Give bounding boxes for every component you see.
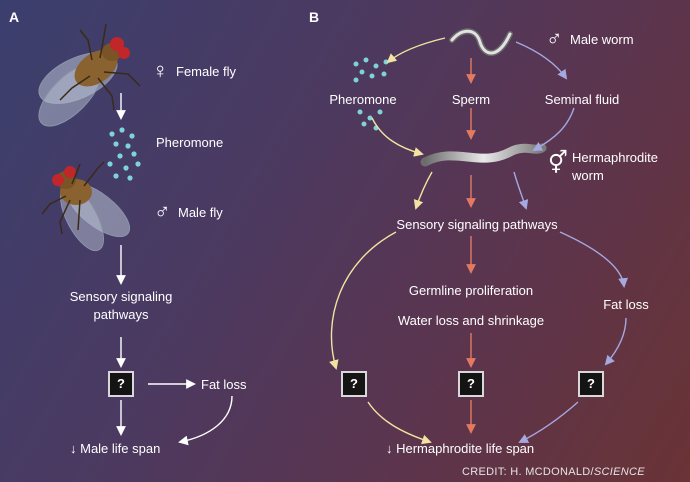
- unknown-mechanism-box-pheromone: ?: [341, 371, 367, 397]
- hermaphrodite-worm-label-line2: worm: [572, 168, 604, 183]
- water-loss-label: Water loss and shrinkage: [397, 313, 545, 328]
- hermaphrodite-life-span-label: ↓ Hermaphrodite life span: [386, 441, 535, 456]
- fat-loss-label-a: Fat loss: [201, 377, 247, 392]
- sensory-pathways-label-a-line1: Sensory signaling: [69, 289, 173, 304]
- image-credit: CREDIT: H. MCDONALD/SCIENCE: [462, 466, 645, 478]
- unknown-mechanism-box-seminal: ?: [578, 371, 604, 397]
- pheromone-label-a: Pheromone: [156, 135, 224, 150]
- hermaphrodite-symbol-icon: ⚥: [548, 150, 568, 175]
- seminal-fluid-label: Seminal fluid: [544, 92, 620, 107]
- female-fly-illustration: [38, 23, 141, 127]
- pheromone-pathway-arrows: [329, 37, 446, 445]
- panel-a-arrows: [116, 93, 233, 446]
- male-worm-illustration: [449, 28, 513, 56]
- male-worm-label: Male worm: [570, 32, 634, 47]
- germline-proliferation-label: Germline proliferation: [408, 283, 534, 298]
- sensory-pathways-label-b: Sensory signaling pathways: [396, 217, 558, 232]
- male-life-span-label: ↓ Male life span: [70, 441, 161, 456]
- sensory-pathways-label-a-line2: pathways: [93, 307, 149, 322]
- seminal-fluid-pathway-arrows: [513, 41, 628, 443]
- hermaphrodite-worm-label-line1: Hermaphrodite: [572, 150, 658, 165]
- male-fly-label: Male fly: [178, 205, 223, 220]
- unknown-mechanism-box-a: ?: [108, 371, 134, 397]
- male-fly-illustration: [41, 161, 131, 252]
- hermaphrodite-worm-illustration: [420, 143, 547, 167]
- pheromone-dots-a: [107, 127, 141, 181]
- male-symbol-icon: ♂: [154, 199, 171, 224]
- pheromone-label-b: Pheromone: [329, 92, 397, 107]
- female-fly-label: Female fly: [176, 64, 236, 79]
- male-worm-symbol-icon: ♂: [546, 26, 563, 51]
- female-symbol-icon: ♀: [152, 58, 169, 83]
- sperm-label: Sperm: [451, 92, 491, 107]
- panel-b-label: B: [309, 9, 320, 25]
- fat-loss-label-b: Fat loss: [603, 297, 649, 312]
- credit-source: SCIENCE: [593, 466, 645, 478]
- unknown-mechanism-box-sperm: ?: [458, 371, 484, 397]
- credit-prefix: CREDIT: H. MCDONALD/: [462, 466, 594, 478]
- panel-a-label: A: [9, 9, 20, 25]
